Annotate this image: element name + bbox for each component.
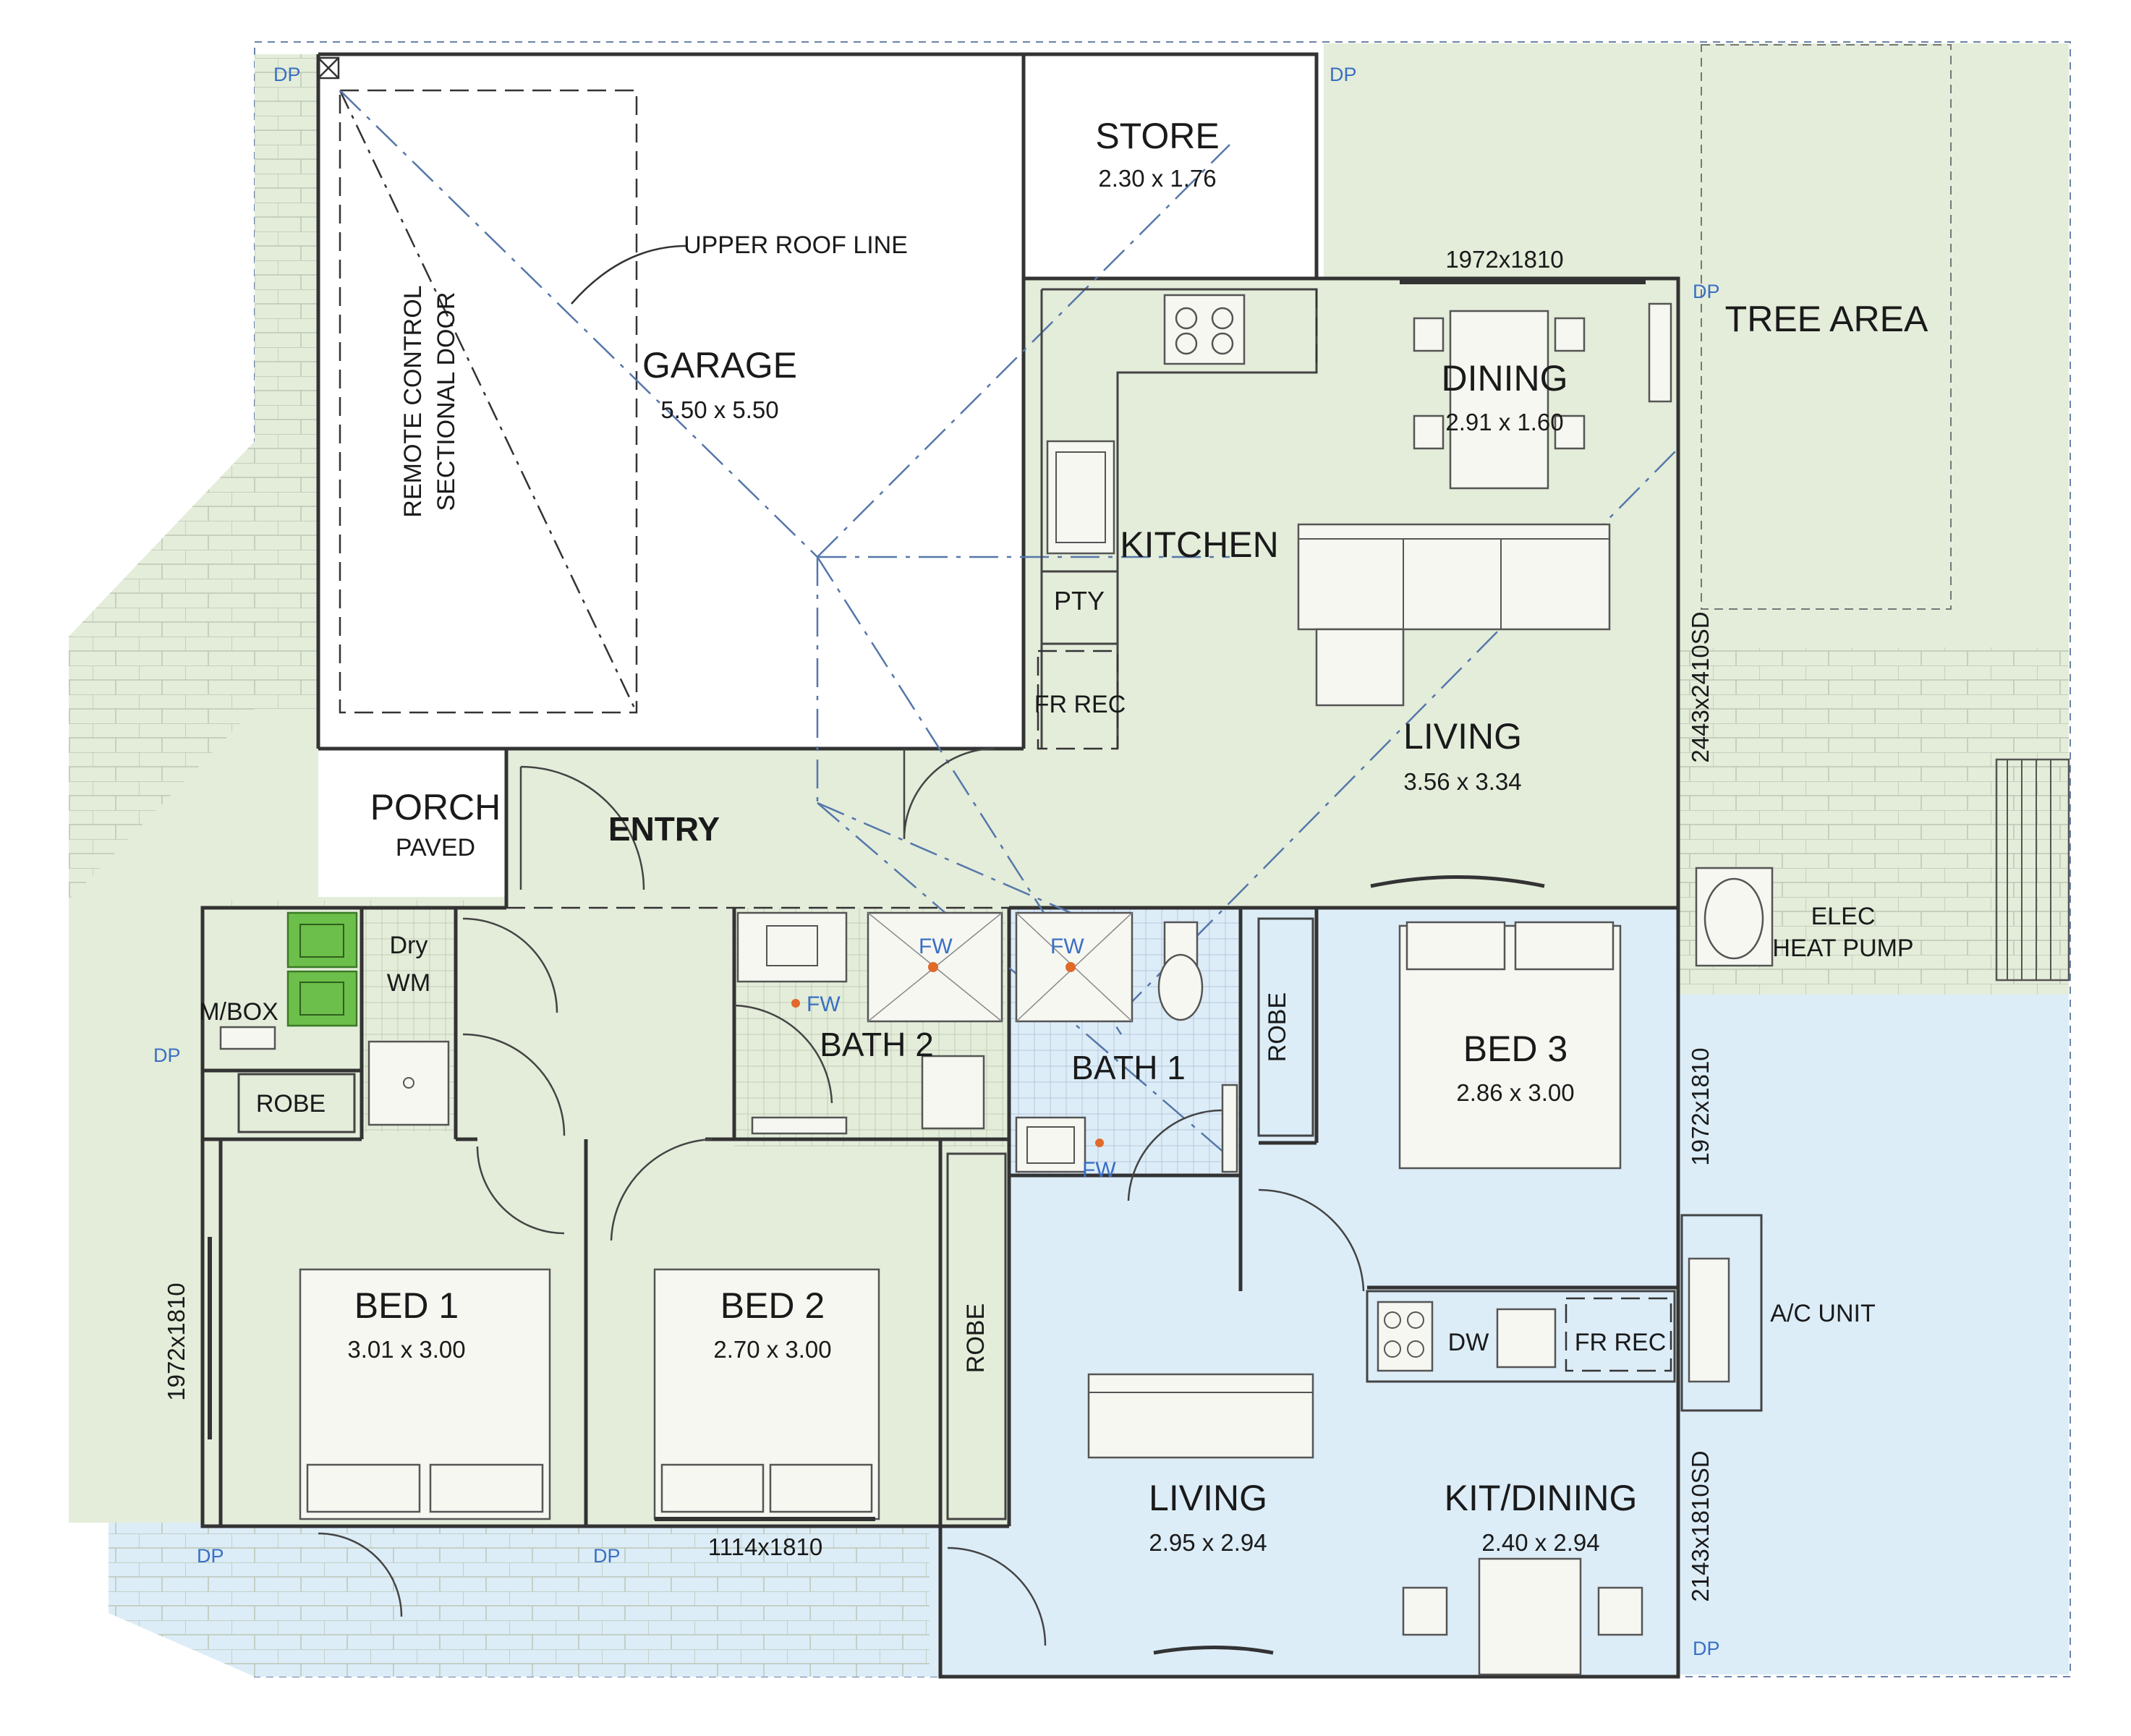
heat-pump-icon bbox=[1695, 867, 1774, 967]
dining-table-icon bbox=[1478, 1557, 1582, 1676]
dining-label: DINING bbox=[1442, 358, 1568, 399]
downpipe-marker: DP bbox=[1693, 1638, 1720, 1659]
heat-pump-label: ELEC bbox=[1811, 903, 1876, 930]
floor-waste-marker: FW bbox=[1082, 1158, 1116, 1182]
window-labels: 1972x1810 2443x2410SD 1972x1810 1972x181… bbox=[163, 246, 1714, 1602]
robe-label: ROBE bbox=[1264, 992, 1291, 1062]
kitchen-fixtures bbox=[1037, 288, 1318, 750]
kit-dining-size: 2.40 x 2.94 bbox=[1481, 1529, 1599, 1556]
meter-box-icon bbox=[219, 1026, 276, 1050]
vanity-icon bbox=[736, 911, 848, 983]
floor-waste-marker: FW bbox=[807, 992, 841, 1016]
unit-living-label: LIVING bbox=[1149, 1478, 1267, 1518]
robe-label: ROBE bbox=[256, 1090, 326, 1118]
steps bbox=[1995, 758, 2070, 982]
window-size: 2143x1810SD bbox=[1687, 1450, 1714, 1601]
sofa-icon bbox=[1087, 1373, 1314, 1459]
floor-waste-marker: FW bbox=[1050, 935, 1084, 958]
downpipe-markers: DP DP DP DP DP DP DP FW FW FW FW bbox=[153, 64, 1720, 1659]
bed3-label: BED 3 bbox=[1463, 1029, 1568, 1069]
main-house-floor bbox=[203, 54, 1678, 1526]
downpipe-marker: DP bbox=[197, 1545, 224, 1567]
downpipe-marker: DP bbox=[273, 64, 301, 85]
living-size: 3.56 x 3.34 bbox=[1403, 768, 1521, 795]
dishwasher-label: DW bbox=[1448, 1329, 1489, 1356]
doors-main bbox=[318, 747, 1365, 1646]
washer-label: WM bbox=[387, 969, 430, 997]
cooktop-icon bbox=[1163, 294, 1246, 365]
ac-unit-icon bbox=[1688, 1257, 1730, 1383]
garage-door-label: REMOTE CONTROL bbox=[399, 285, 427, 517]
floor-waste-marker: FW bbox=[919, 935, 953, 958]
fridge-recess-label: FR REC bbox=[1034, 691, 1126, 718]
window-size: 1972x1810 bbox=[1687, 1047, 1714, 1165]
kitchen-label: KITCHEN bbox=[1120, 524, 1278, 565]
dining-table-icon bbox=[1449, 310, 1549, 490]
dining-furniture bbox=[1297, 302, 1672, 888]
laundry-fixtures bbox=[219, 911, 450, 1126]
walls bbox=[200, 52, 1680, 1679]
robe-label: ROBE bbox=[962, 1303, 990, 1373]
window-size: 1972x1810 bbox=[163, 1282, 190, 1400]
room-labels: STORE 2.30 x 1.76 GARAGE 5.50 x 5.50 DIN… bbox=[199, 116, 1666, 1556]
store-label: STORE bbox=[1095, 116, 1219, 156]
bed2-label: BED 2 bbox=[720, 1285, 825, 1326]
downpipe-marker: DP bbox=[1330, 64, 1357, 85]
unit-furniture bbox=[1087, 867, 1774, 1676]
downpipe-marker: DP bbox=[153, 1044, 181, 1066]
store-size: 2.30 x 1.76 bbox=[1098, 165, 1216, 192]
sofa-icon bbox=[1297, 523, 1611, 631]
bath2-label: BATH 2 bbox=[820, 1026, 934, 1063]
site-background bbox=[69, 41, 2071, 1677]
markers bbox=[791, 962, 1104, 1147]
bedroom-furniture bbox=[208, 280, 1646, 1521]
fridge-recess-label: FR REC bbox=[1575, 1329, 1667, 1356]
garage-label: GARAGE bbox=[642, 345, 797, 386]
kitchen-sink-icon bbox=[1046, 440, 1115, 555]
window-size: 2443x2410SD bbox=[1687, 611, 1714, 762]
entry-label: ENTRY bbox=[608, 810, 720, 848]
laundry-tub-icon bbox=[286, 911, 358, 969]
bath1-label: BATH 1 bbox=[1071, 1049, 1186, 1086]
upper-roof-line-label: UPPER ROOF LINE bbox=[684, 231, 908, 259]
bed3-size: 2.86 x 3.00 bbox=[1456, 1079, 1574, 1106]
downpipe-marker: DP bbox=[1693, 281, 1720, 302]
window-size: 1972x1810 bbox=[1445, 246, 1563, 273]
window-size: 1114x1810 bbox=[708, 1533, 822, 1560]
dining-size: 2.91 x 1.60 bbox=[1445, 409, 1563, 435]
ac-unit-label: A/C UNIT bbox=[1770, 1300, 1875, 1327]
shower-tray-icon bbox=[367, 1040, 450, 1126]
outdoor-labels: TREE AREA ELEC HEAT PUMP A/C UNIT REMOTE… bbox=[399, 231, 1928, 1327]
laundry-tub-icon bbox=[286, 970, 358, 1027]
porch-label: PORCH bbox=[370, 787, 501, 827]
pantry-label: PTY bbox=[1054, 586, 1105, 616]
kitchen-sink-icon bbox=[1496, 1308, 1557, 1369]
bed1-label: BED 1 bbox=[354, 1285, 459, 1326]
cooktop-icon bbox=[1377, 1301, 1434, 1372]
garage-door-label: SECTIONAL DOOR bbox=[433, 292, 460, 511]
downpipe-marker: DP bbox=[593, 1545, 621, 1567]
porch-note: PAVED bbox=[396, 834, 475, 861]
garage-size: 5.50 x 5.50 bbox=[660, 396, 778, 423]
bed2-size: 2.70 x 3.00 bbox=[713, 1336, 831, 1363]
meter-box-label: M/BOX bbox=[199, 998, 278, 1026]
bath1-fixtures bbox=[1015, 911, 1238, 1173]
living-label: LIVING bbox=[1403, 716, 1522, 757]
tree-area-label: TREE AREA bbox=[1725, 299, 1928, 339]
dryer-label: Dry bbox=[390, 932, 428, 959]
heat-pump-label: HEAT PUMP bbox=[1772, 935, 1913, 962]
kit-dining-label: KIT/DINING bbox=[1445, 1478, 1638, 1518]
bed1-size: 3.01 x 3.00 bbox=[347, 1336, 465, 1363]
unit-living-size: 2.95 x 2.94 bbox=[1149, 1529, 1267, 1556]
